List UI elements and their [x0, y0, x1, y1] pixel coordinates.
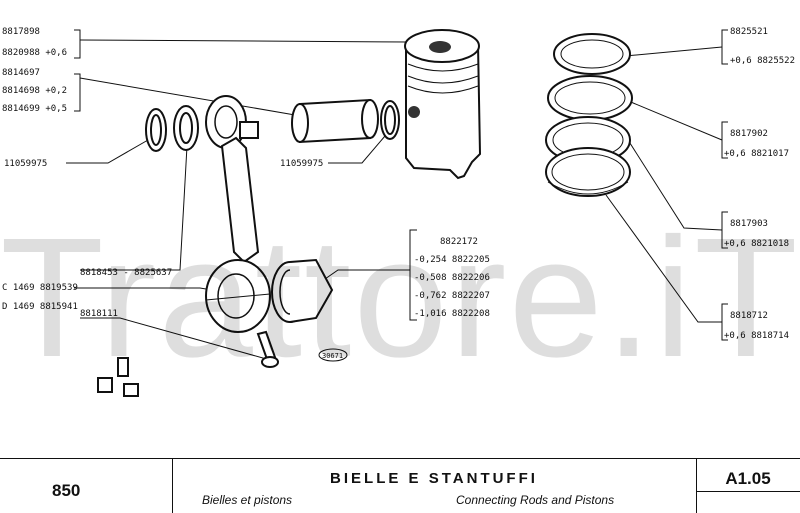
ref-tag-outline [318, 348, 348, 362]
rod-c-part-number: C 1469 8819539 [2, 283, 78, 293]
piston-rings-drawing [545, 33, 633, 197]
ring-top-part-number: 8825521 [730, 27, 768, 37]
piston-pin-drawing [291, 98, 379, 144]
piston-drawing [404, 29, 482, 180]
ring-top-oversize-part-number: +0,6 8825522 [730, 56, 795, 66]
piston-oversize-part-number: 8820988 +0,6 [2, 48, 67, 58]
subtitle-french: Bielles et pistons [202, 493, 293, 507]
bearing-std-part-number: 8822172 [440, 237, 478, 247]
section-code: A1.05 [725, 469, 771, 488]
footer-page-cell: 850 [0, 459, 173, 513]
leader-lines [66, 29, 728, 361]
pin-part-number: 8814697 [2, 68, 40, 78]
footer-code-cell: A1.05 [696, 459, 800, 513]
ring-second-oversize-part-number: +0,6 8821017 [724, 149, 789, 159]
page-number: 850 [52, 481, 81, 500]
ring-oil-part-number: 8818712 [730, 311, 768, 321]
circlip-left-part-number: 11059975 [4, 159, 47, 169]
circlip-right-part-number: 11059975 [280, 159, 323, 169]
pin-oversize-02-part-number: 8814698 +0,2 [2, 86, 67, 96]
bearing-0254-part-number: -0,254 8822205 [414, 255, 490, 265]
bearing-0508-part-number: -0,508 8822206 [414, 273, 490, 283]
ring-oil-oversize-part-number: +0,6 8818714 [724, 331, 789, 341]
connecting-rod-drawing [205, 95, 271, 333]
nuts-drawing [97, 357, 139, 397]
rod-d-part-number: D 1469 8815941 [2, 302, 78, 312]
ring-third-oversize-part-number: +0,6 8821018 [724, 239, 789, 249]
footer-title-cell: BIELLE E STANTUFFI Bielles et pistons Co… [172, 459, 697, 513]
ring-second-part-number: 8817902 [730, 129, 768, 139]
bearing-1016-part-number: -1,016 8822208 [414, 309, 490, 319]
bolt-part-number: 8818111 [80, 309, 118, 319]
piston-part-number: 8817898 [2, 27, 40, 37]
section-title: BIELLE E STANTUFFI [330, 470, 538, 487]
bearing-0762-part-number: -0,762 8822207 [414, 291, 490, 301]
code-divider [696, 491, 800, 492]
bearing-shells-drawing [271, 258, 334, 323]
pin-oversize-05-part-number: 8814699 +0,5 [2, 104, 67, 114]
part-labels: 8817898 8820988 +0,6 8814697 8814698 +0,… [2, 27, 795, 362]
bushing-part-number: 8818453 - 8825637 [80, 268, 172, 278]
footer-title-block: 850 BIELLE E STANTUFFI Bielles et piston… [0, 458, 800, 513]
circlips-drawing [145, 100, 400, 152]
ring-third-part-number: 8817903 [730, 219, 768, 229]
parts-diagram: 8817898 8820988 +0,6 8814697 8814698 +0,… [2, 27, 795, 397]
rod-bolt-drawing [256, 330, 279, 368]
subtitle-english: Connecting Rods and Pistons [456, 493, 615, 507]
ref-tag: 30671 [322, 352, 343, 360]
